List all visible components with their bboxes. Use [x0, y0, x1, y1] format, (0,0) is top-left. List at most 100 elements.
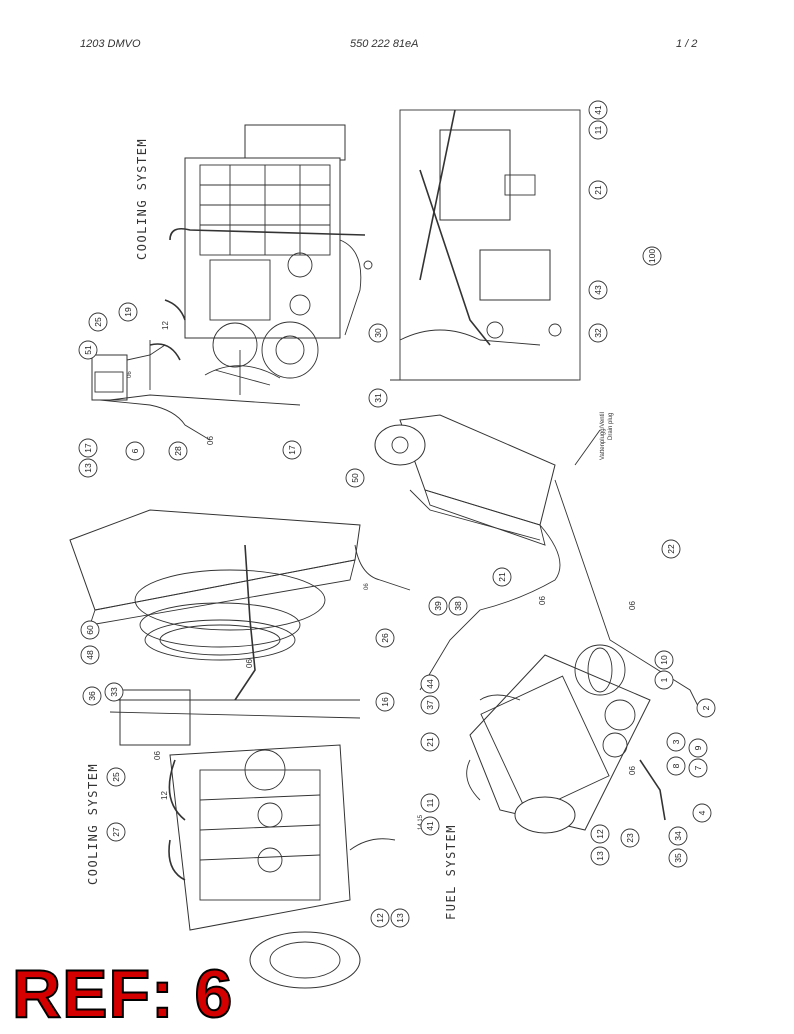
svg-text:41: 41 [425, 821, 435, 831]
svg-text:13: 13 [395, 913, 405, 923]
callout-35: 35 [668, 848, 688, 868]
callout-17: 17 [78, 438, 98, 458]
callout-21: 21 [492, 567, 512, 587]
label-cooling-system-top: COOLING SYSTEM [135, 138, 149, 260]
callout-28: 28 [168, 441, 188, 461]
expansion-tank-top [91, 340, 301, 441]
label-drain-vent: 06 [127, 371, 133, 378]
callout-4: 4 [692, 803, 712, 823]
callout-25: 25 [106, 767, 126, 787]
hose-label-06-top: 06 [206, 436, 215, 445]
svg-text:10: 10 [659, 655, 669, 665]
label-cooling-system-bottom: COOLING SYSTEM [86, 763, 100, 885]
svg-text:44: 44 [425, 679, 435, 689]
callout-26: 26 [375, 628, 395, 648]
engine-bottom-left [109, 689, 396, 989]
svg-text:3: 3 [671, 739, 681, 744]
label-drain-plug-sv: Vattenplugg/Ventil [600, 412, 606, 460]
callout-44: 44 [420, 674, 440, 694]
callout-43: 43 [588, 280, 608, 300]
callout-16: 16 [375, 692, 395, 712]
callout-11: 11 [588, 120, 608, 140]
svg-text:37: 37 [425, 700, 435, 710]
callout-23: 23 [620, 828, 640, 848]
ref-stamp: REF: 6 [11, 956, 234, 1032]
svg-text:11: 11 [593, 125, 603, 134]
callout-19: 19 [118, 302, 138, 322]
callout-8: 8 [666, 756, 686, 776]
callout-31: 31 [368, 388, 388, 408]
svg-text:1: 1 [659, 677, 669, 682]
callout-21: 21 [420, 732, 440, 752]
svg-text:21: 21 [593, 185, 603, 195]
svg-text:33: 33 [109, 687, 119, 697]
svg-text:60: 60 [85, 625, 95, 635]
callout-13: 13 [390, 908, 410, 928]
svg-text:7: 7 [693, 765, 703, 770]
callout-2: 2 [696, 698, 716, 718]
callout-22: 22 [661, 539, 681, 559]
callout-17: 17 [282, 440, 302, 460]
callout-12: 12 [590, 824, 610, 844]
callout-50: 50 [345, 468, 365, 488]
callout-1: 1 [654, 670, 674, 690]
callout-30: 30 [368, 323, 388, 343]
hose-label-06-mid: 06 [245, 659, 254, 668]
svg-text:41: 41 [593, 105, 603, 115]
callout-36: 36 [82, 686, 102, 706]
hose-label-06-fuel-3: 06 [628, 766, 637, 775]
engine-top-right [149, 124, 373, 395]
callout-11: 11 [420, 793, 440, 813]
svg-text:9: 9 [693, 745, 703, 750]
svg-text:27: 27 [111, 827, 121, 837]
callout-21: 21 [588, 180, 608, 200]
engine-bottom-right [466, 644, 666, 834]
callout-34: 34 [668, 826, 688, 846]
svg-text:43: 43 [593, 285, 603, 295]
svg-text:17: 17 [287, 445, 297, 455]
svg-text:8: 8 [671, 763, 681, 768]
svg-text:38: 38 [453, 601, 463, 611]
callout-41: 41 [420, 816, 440, 836]
hose-label-12-top: 12 [161, 321, 170, 330]
hose-label-06-fuel-2: 06 [628, 601, 637, 610]
svg-text:16: 16 [380, 697, 390, 707]
svg-text:11: 11 [425, 798, 435, 807]
svg-text:13: 13 [83, 463, 93, 473]
hose-label-06-bottom: 06 [153, 751, 162, 760]
callout-33: 33 [104, 682, 124, 702]
label-fuel-system: FUEL SYSTEM [444, 824, 458, 920]
svg-text:50: 50 [350, 473, 360, 483]
svg-text:23: 23 [625, 833, 635, 843]
callout-6: 6 [125, 441, 145, 461]
svg-text:6: 6 [130, 448, 140, 453]
header-doc-code: 1203 DMVO [80, 38, 141, 50]
header-part-number: 550 222 81eA [350, 38, 419, 50]
svg-text:36: 36 [87, 691, 97, 701]
callout-60: 60 [80, 620, 100, 640]
fuel-filter-detail [390, 109, 581, 381]
svg-text:25: 25 [111, 772, 121, 782]
callout-37: 37 [420, 695, 440, 715]
header-page-number: 1 / 2 [676, 38, 698, 50]
callout-25: 25 [88, 312, 108, 332]
callout-48: 48 [80, 645, 100, 665]
callout-3: 3 [666, 732, 686, 752]
callout-7: 7 [688, 758, 708, 778]
svg-text:32: 32 [593, 328, 603, 338]
svg-text:19: 19 [123, 307, 133, 317]
svg-text:28: 28 [173, 446, 183, 456]
hose-label-06-fuel-1: 06 [538, 596, 547, 605]
svg-text:26: 26 [380, 633, 390, 643]
svg-text:100: 100 [647, 249, 657, 263]
svg-text:4: 4 [697, 810, 707, 815]
callout-41: 41 [588, 100, 608, 120]
hose-label-12-bottom: 12 [160, 791, 169, 800]
label-14-15: 14 15 [418, 814, 424, 830]
svg-text:21: 21 [425, 737, 435, 747]
callout-13: 13 [78, 458, 98, 478]
callout-51: 51 [78, 340, 98, 360]
label-drain-plug-en: Drain plug [608, 413, 614, 440]
